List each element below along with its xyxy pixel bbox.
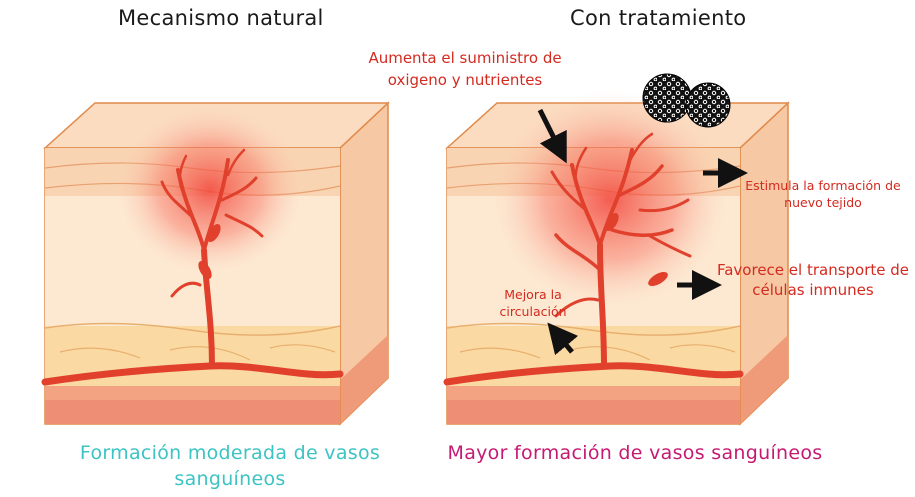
blood-cell: [207, 223, 221, 243]
treatment-particle-icon: [685, 82, 731, 128]
annotation-immune-cells: Favorece el transporte de células inmune…: [716, 261, 910, 299]
title-with-treatment: Con tratamiento: [570, 6, 747, 30]
inflammation-glow: [115, 105, 305, 275]
blood-cell: [648, 272, 668, 286]
inflammation-glow: [490, 90, 730, 310]
caption-moderate-formation: Formación moderada de vasos sanguíneos: [79, 442, 381, 490]
blood-cell: [198, 260, 212, 280]
treatment-particle-icon: [642, 73, 692, 123]
title-natural-mechanism: Mecanismo natural: [118, 6, 324, 30]
annotation-circulation: Mejora la circulación: [499, 287, 567, 319]
blood-cell: [605, 212, 619, 232]
annotation-oxygen-supply: Aumenta el suministro de oxigeno y nutri…: [368, 49, 562, 89]
annotation-new-tissue: Estimula la formación de nuevo tejido: [745, 178, 901, 210]
caption-increased-formation: Mayor formación de vasos sanguíneos: [447, 442, 823, 464]
arrow-icon: [537, 108, 567, 164]
skin-block-treatment: [443, 73, 790, 426]
skin-block-natural: [41, 101, 390, 426]
blood-vessel: [443, 362, 744, 386]
vessel-branches: [550, 132, 692, 369]
arrow-icon: [547, 322, 579, 356]
